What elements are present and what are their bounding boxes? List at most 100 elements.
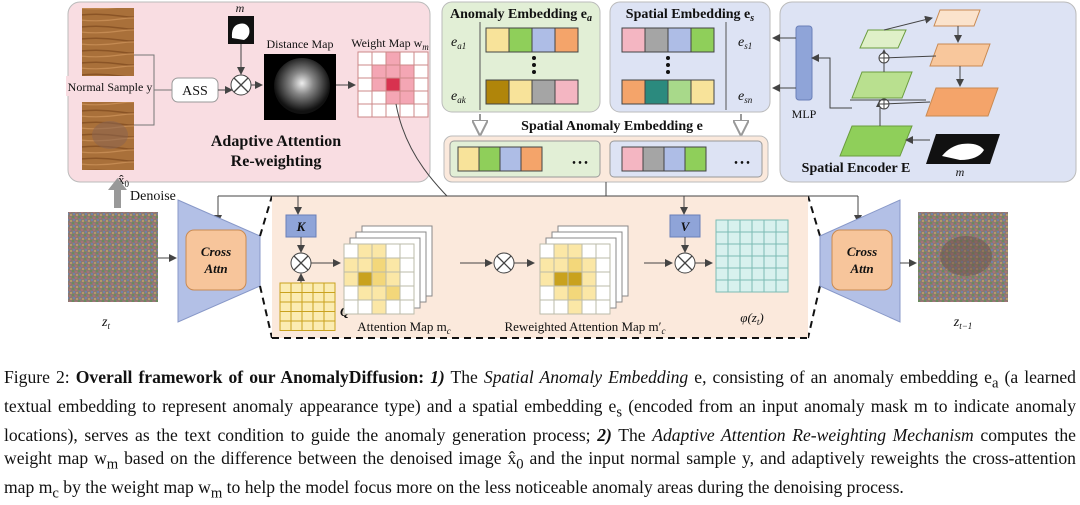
attention-cell: [567, 257, 583, 273]
embedding-cell: [485, 79, 510, 105]
embedding-cell: [520, 146, 543, 172]
weight-map-cell: [385, 90, 401, 105]
phi-grid-cell: [727, 255, 741, 269]
embedding-cell: [508, 27, 533, 53]
q-grid-cell: [323, 292, 336, 303]
phi-grid-cell: [727, 243, 741, 257]
anomaly-embedding-row-1: [485, 27, 579, 53]
phi-grid-cell: [715, 255, 729, 269]
k-label: K: [296, 219, 307, 234]
attention-cell: [385, 271, 401, 287]
attention-cell: [385, 243, 401, 259]
weight-map-grid: [357, 51, 429, 118]
attention-map-label: Attention Map mc: [357, 319, 451, 336]
attention-cell: [399, 299, 415, 315]
embedding-cell: [644, 79, 669, 105]
embedding-cell: [478, 146, 501, 172]
embedding-cell: [508, 79, 533, 105]
attention-cell: [595, 243, 611, 259]
spatial-anomaly-embedding-spatial-part: [621, 146, 707, 172]
embedding-cell: [642, 146, 665, 172]
weight-map-cell: [413, 77, 429, 92]
weight-map-cell: [385, 103, 401, 118]
weight-map-cell: [385, 64, 401, 79]
weight-map-cell: [413, 90, 429, 105]
embedding-cell: [663, 146, 686, 172]
attention-cell: [385, 257, 401, 273]
spatial-encoder-panel: [779, 1, 1077, 183]
q-grid-cell: [301, 311, 314, 322]
zt-minus-1-label: zt−1: [953, 315, 973, 331]
framework-diagram: Normal Sample y ASS m Distance Map Weigh…: [66, 1, 1077, 339]
weight-map-cell: [357, 64, 373, 79]
v-label: V: [681, 219, 691, 234]
attention-cell: [357, 285, 373, 301]
anomaly-embedding-title: Anomaly Embedding ea: [450, 7, 592, 24]
attention-cell: [553, 271, 569, 287]
weight-map-cell: [399, 77, 415, 92]
phi-grid-cell: [775, 267, 789, 281]
embedding-cell: [531, 27, 556, 53]
cross-attn-right-l1: Cross: [847, 244, 877, 259]
weight-map-cell: [357, 90, 373, 105]
attention-cell: [399, 257, 415, 273]
phi-grid-cell: [763, 255, 777, 269]
phi-grid-cell: [739, 231, 753, 245]
weight-map-cell: [399, 90, 415, 105]
spatial-embedding-row-1: [621, 27, 715, 53]
q-grid-cell: [323, 301, 336, 312]
attention-cell: [553, 257, 569, 273]
embedding-cell: [621, 79, 646, 105]
attention-cell: [371, 243, 387, 259]
embedding-cell: [499, 146, 522, 172]
generated-anomaly-patch: [92, 121, 128, 149]
phi-grid-cell: [727, 231, 741, 245]
embedding-cell: [690, 79, 715, 105]
embedding-cell: [621, 27, 646, 53]
attention-cell: [371, 257, 387, 273]
attention-cell: [581, 299, 597, 315]
phi-grid-cell: [715, 219, 729, 233]
attention-cell: [539, 243, 555, 259]
encoder-layer-3: [859, 29, 907, 49]
attention-cell: [371, 299, 387, 315]
q-grid-cell: [279, 311, 292, 322]
q-grid-cell: [312, 282, 325, 293]
phi-grid-cell: [763, 219, 777, 233]
attention-cell: [343, 299, 359, 315]
spatial-encoder-title: Spatial Encoder E: [802, 161, 911, 176]
q-grid-cell: [312, 320, 325, 331]
weight-map-cell: [357, 77, 373, 92]
cross-attn-left-l1: Cross: [201, 244, 231, 259]
weight-map-cell: [371, 103, 387, 118]
attention-cell: [385, 299, 401, 315]
q-grid-cell: [290, 282, 303, 293]
attention-cell: [581, 243, 597, 259]
attention-cell: [399, 285, 415, 301]
spatial-anomaly-embedding-anomaly-part: [457, 146, 543, 172]
normal-sample-label: Normal Sample y: [68, 80, 153, 94]
anomaly-embedding-row-k: [485, 79, 579, 105]
phi-label: φ(zt): [740, 310, 763, 327]
q-grid-cell: [323, 282, 336, 293]
attention-cell: [357, 271, 373, 287]
embedding-cell: [644, 27, 669, 53]
embedding-cell: [554, 27, 579, 53]
attention-cell: [595, 299, 611, 315]
figure-caption: Figure 2: Overall framework of our Anoma…: [4, 367, 1076, 502]
weight-map-cell: [399, 103, 415, 118]
aar-title-line1: Adaptive Attention: [211, 133, 341, 150]
spatial-anomaly-embedding-title: Spatial Anomaly Embedding e: [521, 119, 703, 134]
phi-grid-cell: [751, 279, 765, 293]
aar-title-line2: Re-weighting: [231, 153, 322, 170]
embedding-cell: [531, 79, 556, 105]
attention-cell: [399, 271, 415, 287]
attention-cell: [567, 243, 583, 259]
weight-map-cell: [413, 51, 429, 66]
phi-grid-cell: [751, 255, 765, 269]
attention-cell: [553, 299, 569, 315]
attention-cell: [539, 271, 555, 287]
attention-cell: [567, 299, 583, 315]
phi-grid-cell: [739, 267, 753, 281]
embedding-cell: [554, 79, 579, 105]
